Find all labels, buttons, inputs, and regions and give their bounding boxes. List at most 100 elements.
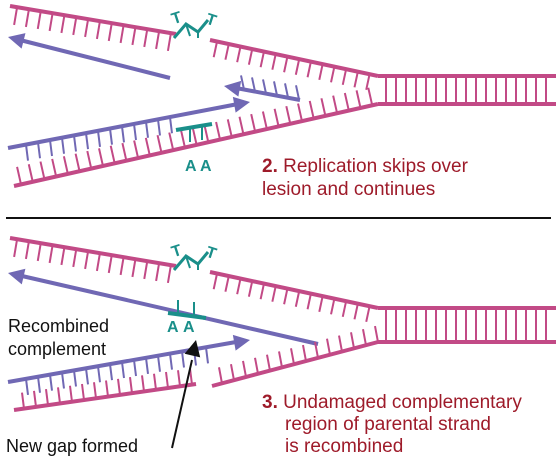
lower-parental-rung bbox=[338, 335, 343, 352]
gap-pointer-line bbox=[171, 359, 193, 449]
gap-pointer-arrowhead bbox=[184, 340, 201, 358]
panel-3-strands bbox=[7, 236, 556, 449]
panel-3-caption-line-1: 3. Undamaged complementary bbox=[262, 392, 522, 413]
upper-parental-right-rung bbox=[247, 280, 254, 297]
lower-new-rung bbox=[181, 351, 185, 368]
upper-parental-left-rung bbox=[84, 251, 90, 270]
lower-parental-rung bbox=[105, 380, 109, 397]
adenine-base-label: A bbox=[183, 319, 195, 336]
lower-parental-rung bbox=[74, 153, 81, 172]
lower-parental-rung bbox=[133, 140, 140, 159]
upper-parental-right-backbone bbox=[209, 270, 379, 310]
upper-parental-right-rung bbox=[283, 56, 289, 73]
lower-parental-rung bbox=[326, 338, 331, 355]
upper-parental-left-rung bbox=[131, 26, 137, 46]
lower-new-rung bbox=[49, 139, 53, 157]
lower-parental-rung bbox=[121, 142, 128, 161]
lower-parental-rung bbox=[285, 105, 292, 124]
lower-new-rung bbox=[25, 144, 29, 161]
lower-parental-rung bbox=[266, 354, 271, 371]
upper-parental-right-rung bbox=[306, 61, 312, 78]
new-gap-label: New gap formed bbox=[6, 436, 139, 456]
lower-parental-rung bbox=[168, 132, 175, 151]
lower-parental-rung bbox=[16, 166, 22, 185]
lower-new-rung bbox=[97, 130, 101, 148]
lower-parental-rung bbox=[129, 377, 133, 394]
lower-parental-rung bbox=[51, 158, 58, 177]
upper-parental-right-rung bbox=[224, 43, 230, 60]
upper-parental-right-rung bbox=[283, 288, 289, 305]
fragment-rung bbox=[262, 79, 267, 94]
lower-parental-rung bbox=[261, 111, 268, 130]
new-strand-arrowhead bbox=[8, 33, 26, 49]
upper-parental-left-rung bbox=[36, 243, 42, 262]
upper-parental-right-rung bbox=[212, 41, 219, 58]
lower-parental-rung bbox=[254, 357, 259, 374]
leading-new-strand bbox=[19, 38, 171, 80]
lower-new-rung bbox=[169, 353, 173, 370]
lower-new-rung bbox=[73, 370, 77, 387]
recombined-label-line-1: Recombined bbox=[8, 316, 110, 336]
lower-parental-rung bbox=[156, 134, 163, 153]
upper-parental-left-rung bbox=[95, 21, 101, 40]
upper-parental-left-rung bbox=[72, 249, 78, 268]
lower-parental-rung bbox=[109, 145, 116, 164]
upper-parental-left-rung bbox=[143, 28, 149, 48]
panel-3-caption-line-3: is recombined bbox=[285, 436, 404, 457]
upper-parental-right-rung bbox=[353, 303, 359, 320]
lower-new-rung bbox=[49, 374, 53, 391]
upper-parental-left-rung bbox=[84, 19, 90, 38]
lower-new-rung bbox=[37, 376, 41, 393]
upper-parental-right-rung bbox=[212, 273, 219, 290]
upper-parental-left-rung bbox=[48, 13, 54, 32]
panel-2-number: 2. bbox=[262, 156, 278, 177]
lower-new-rung bbox=[85, 133, 89, 150]
upper-parental-right-rung bbox=[330, 66, 336, 83]
adenine-base-label: A bbox=[167, 319, 179, 336]
upper-parental-right-rung bbox=[294, 290, 301, 307]
lower-parental-rung bbox=[203, 124, 210, 143]
lower-new-rung bbox=[109, 128, 113, 145]
lower-parental-rung bbox=[62, 156, 69, 175]
fragment-rung bbox=[251, 77, 256, 92]
thymine-dimer-lesion-bond bbox=[185, 23, 191, 37]
panel-divider bbox=[6, 217, 551, 219]
lower-parental-rung bbox=[374, 325, 379, 343]
lower-parental-rung bbox=[350, 332, 355, 349]
upper-parental-right-rung bbox=[259, 51, 265, 68]
panel-3-number: 3. bbox=[262, 392, 278, 413]
panel-2-caption-line-1: 2. Replication skips over bbox=[262, 156, 468, 177]
upper-parental-left-rung bbox=[60, 247, 66, 266]
adenine-segment bbox=[167, 311, 207, 320]
upper-parental-right-rung bbox=[341, 68, 348, 86]
lower-parental-rung bbox=[39, 161, 46, 180]
upper-parental-left-rung bbox=[60, 15, 66, 34]
upper-parental-left-rung bbox=[107, 22, 113, 42]
lower-parental-rung bbox=[141, 375, 145, 392]
lower-parental-left-backbone bbox=[13, 382, 197, 412]
lower-parental-rung bbox=[215, 121, 222, 140]
upper-parental-right-backbone bbox=[209, 38, 379, 78]
lower-parental-rung bbox=[177, 370, 181, 387]
lower-parental-rung bbox=[33, 390, 37, 407]
upper-parental-left-rung bbox=[107, 254, 113, 274]
panel-3-caption-line-2: region of parental strand bbox=[285, 414, 491, 435]
lower-parental-rung bbox=[27, 164, 34, 183]
panel-2-caption-line-2: lesion and continues bbox=[262, 179, 436, 200]
upper-parental-left-rung bbox=[95, 253, 101, 272]
lower-new-rung bbox=[97, 366, 101, 383]
lower-parental-rung bbox=[290, 348, 295, 365]
lower-parental-rung bbox=[191, 127, 198, 146]
lower-parental-rung bbox=[278, 351, 283, 368]
upper-parental-right-rung bbox=[271, 53, 277, 70]
lower-parental-rung bbox=[21, 392, 25, 409]
lower-new-rung bbox=[205, 347, 209, 364]
upper-parental-left-rung bbox=[72, 17, 78, 36]
thymine-dimer-lesion bbox=[172, 19, 210, 39]
lower-parental-rung bbox=[332, 95, 339, 114]
lower-parental-rung bbox=[144, 137, 151, 156]
upper-parental-right-rung bbox=[306, 293, 312, 310]
upper-parental-right-rung bbox=[365, 305, 371, 323]
lower-parental-rung bbox=[93, 382, 97, 399]
upper-parental-left-rung bbox=[13, 239, 19, 258]
